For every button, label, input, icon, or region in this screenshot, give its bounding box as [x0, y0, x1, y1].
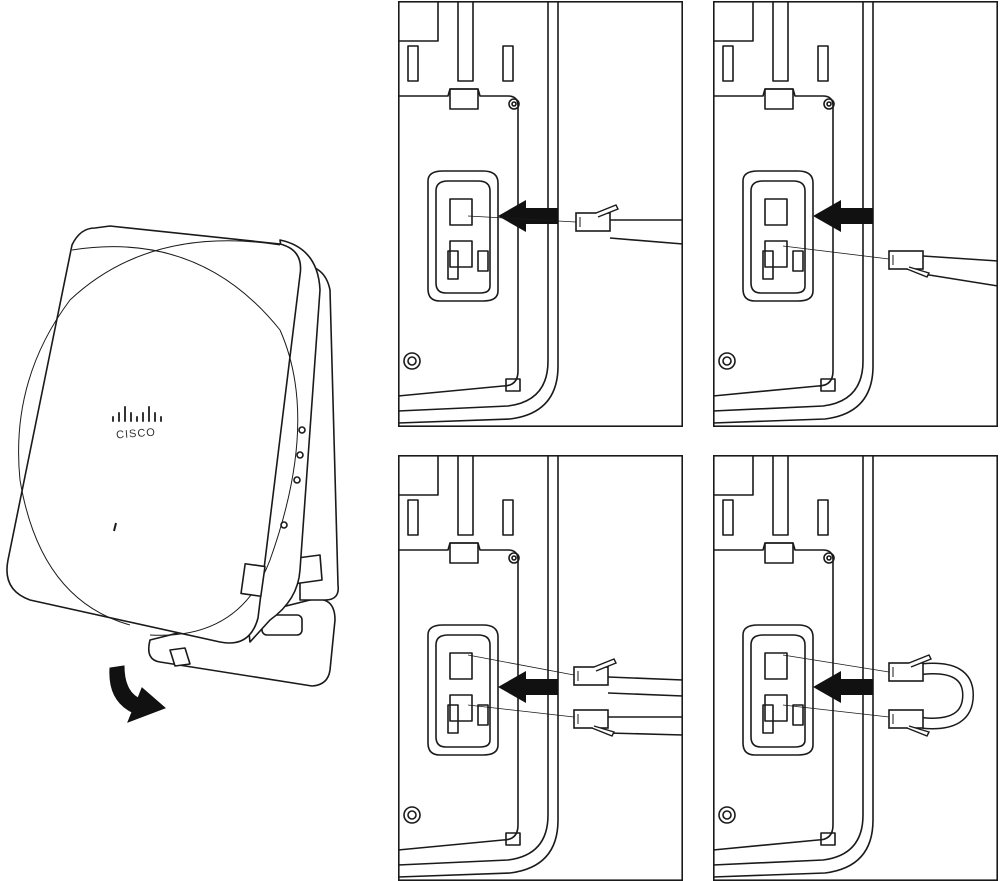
- step-panel-1: [398, 1, 683, 427]
- insert-arrow-icon: [498, 671, 558, 703]
- access-point-illustration: CISCO: [6, 225, 340, 723]
- step-diagram: [713, 1, 998, 427]
- rj45-plug-icon: [888, 250, 930, 278]
- step-panel-3: [398, 455, 683, 881]
- rotate-arrow-icon: [109, 665, 166, 723]
- rj45-plug-icon: [573, 658, 617, 686]
- step-diagram: [713, 455, 998, 881]
- ap-top-face: [6, 225, 302, 644]
- insert-arrow-icon: [813, 200, 873, 232]
- rj45-plug-icon: [575, 204, 619, 232]
- insert-arrow-icon: [813, 671, 873, 703]
- rj45-plug-icon: [573, 709, 615, 737]
- rj45-plug-icon: [888, 654, 932, 682]
- step-diagram: [398, 455, 683, 881]
- rj45-plug-icon: [888, 709, 930, 737]
- insert-arrow-icon: [498, 200, 558, 232]
- cisco-logo-icon: [112, 406, 162, 422]
- step-panel-4: [713, 455, 998, 881]
- step-panel-2: [713, 1, 998, 427]
- step-diagram: [398, 1, 683, 427]
- brand-label: CISCO: [116, 427, 157, 442]
